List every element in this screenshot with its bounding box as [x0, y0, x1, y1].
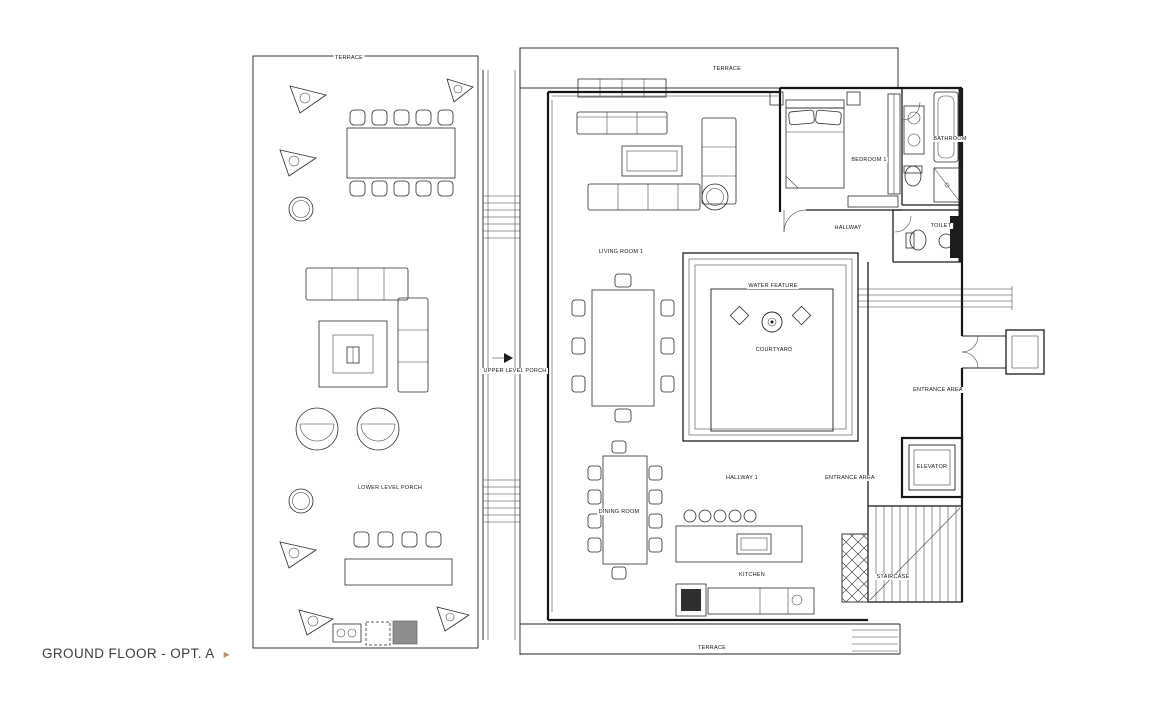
room-label-terrace-bottom: TERRACE [696, 644, 728, 652]
bathroom-fixtures [901, 91, 961, 203]
entrance-walkway [858, 286, 1045, 375]
room-label-courtyard: COURTYARD [754, 346, 794, 354]
room-label-terrace-left: TERRACE [333, 54, 365, 62]
fire-pit [318, 320, 388, 388]
porch-dining-set [346, 109, 456, 197]
elevator-shaft [900, 436, 964, 499]
room-label-staircase: STAIRCASE [874, 573, 912, 581]
drawing-title-text: GROUND FLOOR - OPT. A [42, 646, 215, 661]
porch-equipment [332, 620, 418, 646]
living-dining-table [571, 273, 675, 423]
room-label-bedroom-1: BEDROOM 1 [849, 156, 889, 164]
porch-sofa [305, 267, 429, 393]
room-label-living-room-1: LIVING ROOM 1 [597, 248, 645, 256]
left-porch-area [252, 55, 479, 649]
porch-lower-seating [344, 531, 453, 586]
room-label-toilet: TOILET [929, 222, 953, 230]
stair-shaft-hatch [841, 533, 869, 603]
drawing-title: GROUND FLOOR - OPT. A ▸ [42, 646, 230, 661]
room-label-entrance-area: ENTRANCE AREA [823, 474, 877, 482]
room-label-dining-room: DINING ROOM [597, 508, 641, 516]
bottom-terrace [520, 623, 901, 655]
room-label-bathroom: BATHROOM [931, 135, 969, 143]
walkway-stairs-upper [483, 195, 520, 239]
room-label-water-feature: WATER FEATURE [746, 282, 800, 290]
section-marker [492, 353, 513, 363]
kitchen-furniture [675, 509, 815, 617]
room-label-hallway-1: HALLWAY 1 [724, 474, 760, 482]
porch-planters [279, 78, 474, 636]
bedroom-furniture [769, 91, 901, 208]
room-label-elevator: ELEVATOR [915, 463, 949, 471]
arrow-right-icon: ▸ [223, 646, 231, 661]
upper-level-porch-walkway [482, 48, 521, 655]
toilet-fixtures [894, 215, 961, 258]
room-label-upper-level-porch: UPPER LEVEL PORCH [481, 367, 549, 375]
room-label-lower-level-porch: LOWER LEVEL PORCH [356, 484, 424, 492]
room-label-kitchen: KITCHEN [737, 571, 767, 579]
walkway-stairs-lower [483, 479, 520, 523]
room-label-entrance-area-right: ENTRANCE AREA [911, 386, 965, 394]
room-label-hallway: HALLWAY [832, 224, 864, 232]
living-room-furniture [576, 111, 737, 211]
porch-round-chairs [295, 407, 400, 451]
staircase-block [841, 505, 963, 603]
top-terrace [519, 47, 899, 98]
room-label-terrace-top: TERRACE [711, 65, 743, 73]
